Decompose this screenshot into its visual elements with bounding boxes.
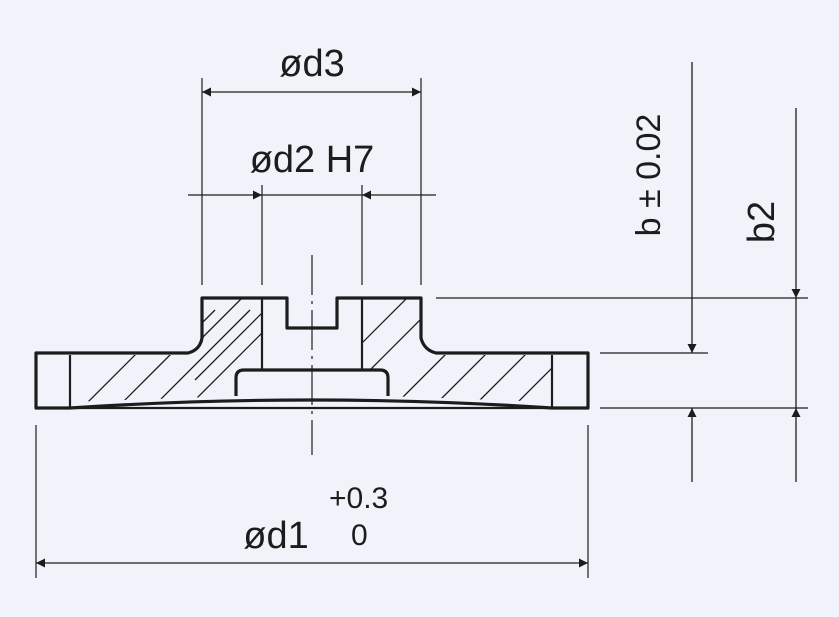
- b2-label: b2: [741, 201, 783, 243]
- extension-lines: [35, 78, 808, 578]
- d1-label: ød1: [243, 515, 308, 557]
- d3-label: ød3: [279, 43, 344, 85]
- d2-label: ød2 H7: [250, 139, 375, 181]
- bore-lines: [36, 298, 588, 410]
- d1-tolerance-upper: +0.3: [329, 482, 388, 515]
- part-outline: [34, 296, 590, 410]
- d1-tolerance-lower: 0: [351, 519, 368, 552]
- b-label: b ± 0.02: [630, 114, 668, 237]
